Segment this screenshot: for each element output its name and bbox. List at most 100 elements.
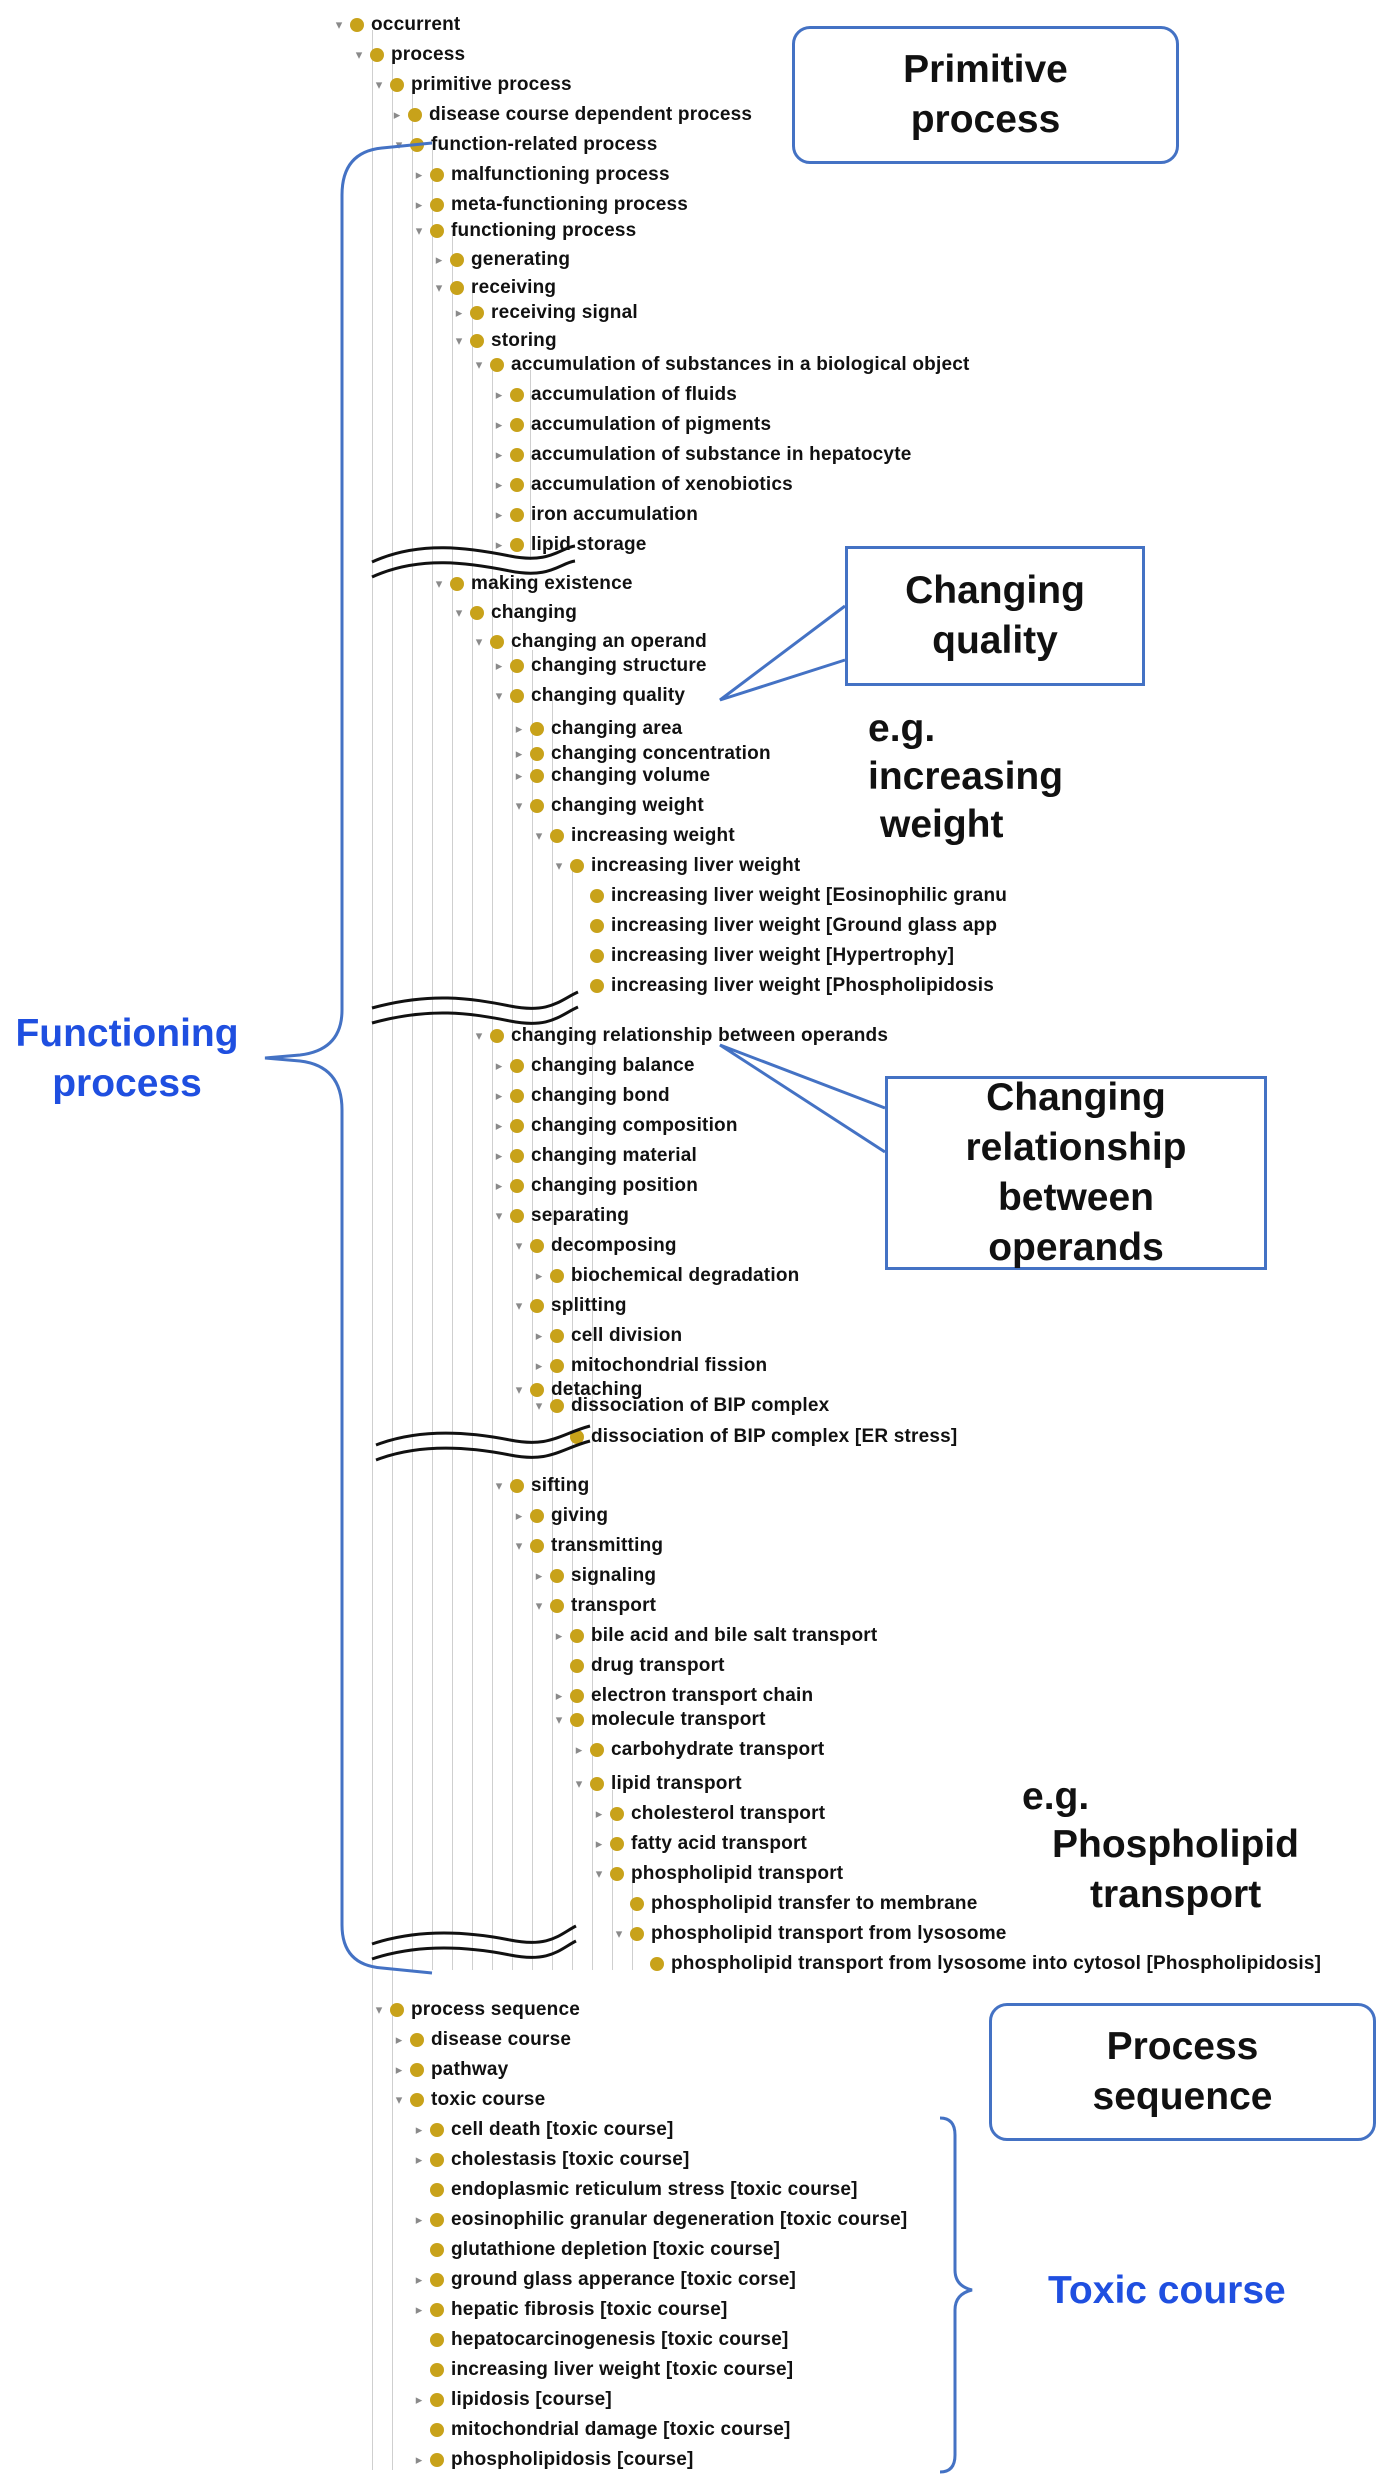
tree-node[interactable]: phospholipid transport from lysosome int… bbox=[633, 1952, 1321, 1976]
tree-node[interactable]: ▸accumulation of pigments bbox=[493, 413, 771, 437]
collapse-toggle-icon[interactable]: ▸ bbox=[495, 1118, 503, 1133]
tree-node[interactable]: ▸pathway bbox=[393, 2058, 508, 2082]
expand-toggle-icon[interactable]: ▾ bbox=[495, 688, 503, 703]
expand-toggle-icon[interactable]: ▾ bbox=[515, 1298, 523, 1313]
collapse-toggle-icon[interactable]: ▸ bbox=[495, 1058, 503, 1073]
collapse-toggle-icon[interactable]: ▸ bbox=[415, 197, 423, 212]
tree-node[interactable]: ▾accumulation of substances in a biologi… bbox=[473, 353, 970, 377]
tree-node[interactable]: ▸eosinophilic granular degeneration [tox… bbox=[413, 2208, 907, 2232]
collapse-toggle-icon[interactable]: ▸ bbox=[515, 721, 523, 736]
tree-node[interactable]: ▾process sequence bbox=[373, 1998, 580, 2022]
collapse-toggle-icon[interactable]: ▸ bbox=[415, 2152, 423, 2167]
tree-node[interactable]: endoplasmic reticulum stress [toxic cour… bbox=[413, 2178, 858, 2202]
tree-node[interactable]: ▾lipid transport bbox=[573, 1772, 742, 1796]
tree-node[interactable]: ▾changing weight bbox=[513, 794, 704, 818]
tree-node[interactable]: ▸bile acid and bile salt transport bbox=[553, 1624, 877, 1648]
collapse-toggle-icon[interactable]: ▸ bbox=[535, 1328, 543, 1343]
collapse-toggle-icon[interactable]: ▸ bbox=[595, 1806, 603, 1821]
expand-toggle-icon[interactable]: ▾ bbox=[415, 223, 423, 238]
expand-toggle-icon[interactable]: ▾ bbox=[355, 47, 363, 62]
tree-node[interactable]: dissociation of BIP complex [ER stress] bbox=[553, 1425, 957, 1449]
collapse-toggle-icon[interactable]: ▸ bbox=[495, 417, 503, 432]
tree-node[interactable]: ▾function-related process bbox=[393, 133, 658, 157]
expand-toggle-icon[interactable]: ▾ bbox=[575, 1776, 583, 1791]
collapse-toggle-icon[interactable]: ▸ bbox=[415, 2212, 423, 2227]
expand-toggle-icon[interactable]: ▾ bbox=[435, 576, 443, 591]
expand-toggle-icon[interactable]: ▾ bbox=[395, 2092, 403, 2107]
expand-toggle-icon[interactable]: ▾ bbox=[515, 798, 523, 813]
tree-node[interactable]: ▾receiving bbox=[433, 276, 556, 300]
tree-node[interactable]: ▾process bbox=[353, 43, 465, 67]
expand-toggle-icon[interactable]: ▾ bbox=[535, 828, 543, 843]
collapse-toggle-icon[interactable]: ▸ bbox=[393, 107, 401, 122]
expand-toggle-icon[interactable]: ▾ bbox=[515, 1538, 523, 1553]
tree-node[interactable]: ▸malfunctioning process bbox=[413, 163, 670, 187]
tree-node[interactable]: ▾detaching bbox=[513, 1378, 643, 1402]
collapse-toggle-icon[interactable]: ▸ bbox=[495, 1148, 503, 1163]
collapse-toggle-icon[interactable]: ▸ bbox=[415, 167, 423, 182]
tree-node[interactable]: ▾sifting bbox=[493, 1474, 589, 1498]
tree-node[interactable]: increasing liver weight [Phospholipidosi… bbox=[573, 974, 994, 998]
expand-toggle-icon[interactable]: ▾ bbox=[555, 858, 563, 873]
collapse-toggle-icon[interactable]: ▸ bbox=[435, 252, 443, 267]
expand-toggle-icon[interactable]: ▾ bbox=[435, 280, 443, 295]
collapse-toggle-icon[interactable]: ▸ bbox=[515, 746, 523, 761]
expand-toggle-icon[interactable]: ▾ bbox=[595, 1866, 603, 1881]
collapse-toggle-icon[interactable]: ▸ bbox=[395, 2032, 403, 2047]
tree-node[interactable]: ▸changing position bbox=[493, 1174, 698, 1198]
tree-node[interactable]: ▸changing composition bbox=[493, 1114, 738, 1138]
collapse-toggle-icon[interactable]: ▸ bbox=[555, 1688, 563, 1703]
tree-node[interactable]: ▸meta-functioning process bbox=[413, 193, 688, 217]
collapse-toggle-icon[interactable]: ▸ bbox=[495, 537, 503, 552]
tree-node[interactable]: ▸cell division bbox=[533, 1324, 682, 1348]
tree-node[interactable]: ▸changing material bbox=[493, 1144, 697, 1168]
expand-toggle-icon[interactable]: ▾ bbox=[375, 77, 383, 92]
tree-node[interactable]: ▸electron transport chain bbox=[553, 1684, 813, 1708]
tree-node[interactable]: ▾changing relationship between operands bbox=[473, 1024, 888, 1048]
expand-toggle-icon[interactable]: ▾ bbox=[475, 634, 483, 649]
expand-toggle-icon[interactable]: ▾ bbox=[495, 1478, 503, 1493]
tree-node[interactable]: ▾storing bbox=[453, 329, 557, 353]
tree-node[interactable]: ▾changing an operand bbox=[473, 630, 707, 654]
tree-node[interactable]: drug transport bbox=[553, 1654, 725, 1678]
expand-toggle-icon[interactable]: ▾ bbox=[395, 137, 403, 152]
expand-toggle-icon[interactable]: ▾ bbox=[535, 1598, 543, 1613]
tree-node[interactable]: ▾transport bbox=[533, 1594, 656, 1618]
tree-node[interactable]: ▸changing concentration bbox=[513, 742, 771, 766]
tree-node[interactable]: ▸hepatic fibrosis [toxic course] bbox=[413, 2298, 728, 2322]
tree-node[interactable]: increasing liver weight [toxic course] bbox=[413, 2358, 793, 2382]
tree-node[interactable]: increasing liver weight [Ground glass ap… bbox=[573, 914, 997, 938]
tree-node[interactable]: ▸changing bond bbox=[493, 1084, 670, 1108]
tree-node[interactable]: ▾primitive process bbox=[373, 73, 572, 97]
collapse-toggle-icon[interactable]: ▸ bbox=[415, 2122, 423, 2137]
expand-toggle-icon[interactable]: ▾ bbox=[555, 1712, 563, 1727]
collapse-toggle-icon[interactable]: ▸ bbox=[595, 1836, 603, 1851]
collapse-toggle-icon[interactable]: ▸ bbox=[415, 2452, 423, 2467]
tree-node[interactable]: ▾toxic course bbox=[393, 2088, 545, 2112]
collapse-toggle-icon[interactable]: ▸ bbox=[535, 1358, 543, 1373]
tree-node[interactable]: ▸lipidosis [course] bbox=[413, 2388, 612, 2412]
tree-node[interactable]: ▸changing area bbox=[513, 717, 682, 741]
tree-node[interactable]: ▸ground glass apperance [toxic corse] bbox=[413, 2268, 796, 2292]
collapse-toggle-icon[interactable]: ▸ bbox=[495, 447, 503, 462]
expand-toggle-icon[interactable]: ▾ bbox=[335, 17, 343, 32]
tree-node[interactable]: mitochondrial damage [toxic course] bbox=[413, 2418, 791, 2442]
tree-node[interactable]: ▸changing volume bbox=[513, 764, 710, 788]
tree-node[interactable]: ▸changing balance bbox=[493, 1054, 695, 1078]
tree-node[interactable]: ▾phospholipid transport bbox=[593, 1862, 843, 1886]
expand-toggle-icon[interactable]: ▾ bbox=[455, 605, 463, 620]
collapse-toggle-icon[interactable]: ▸ bbox=[515, 768, 523, 783]
tree-node[interactable]: increasing liver weight [Hypertrophy] bbox=[573, 944, 954, 968]
tree-node[interactable]: ▸biochemical degradation bbox=[533, 1264, 800, 1288]
expand-toggle-icon[interactable]: ▾ bbox=[375, 2002, 383, 2017]
tree-node[interactable]: ▸cell death [toxic course] bbox=[413, 2118, 674, 2142]
tree-node[interactable]: ▸accumulation of fluids bbox=[493, 383, 737, 407]
tree-node[interactable]: ▾making existence bbox=[433, 572, 633, 596]
tree-node[interactable]: ▾occurrent bbox=[333, 13, 461, 37]
collapse-toggle-icon[interactable]: ▸ bbox=[515, 1508, 523, 1523]
expand-toggle-icon[interactable]: ▾ bbox=[515, 1238, 523, 1253]
collapse-toggle-icon[interactable]: ▸ bbox=[535, 1568, 543, 1583]
tree-node[interactable]: ▾transmitting bbox=[513, 1534, 663, 1558]
tree-node[interactable]: ▸carbohydrate transport bbox=[573, 1738, 825, 1762]
tree-node[interactable]: ▾changing bbox=[453, 601, 577, 625]
